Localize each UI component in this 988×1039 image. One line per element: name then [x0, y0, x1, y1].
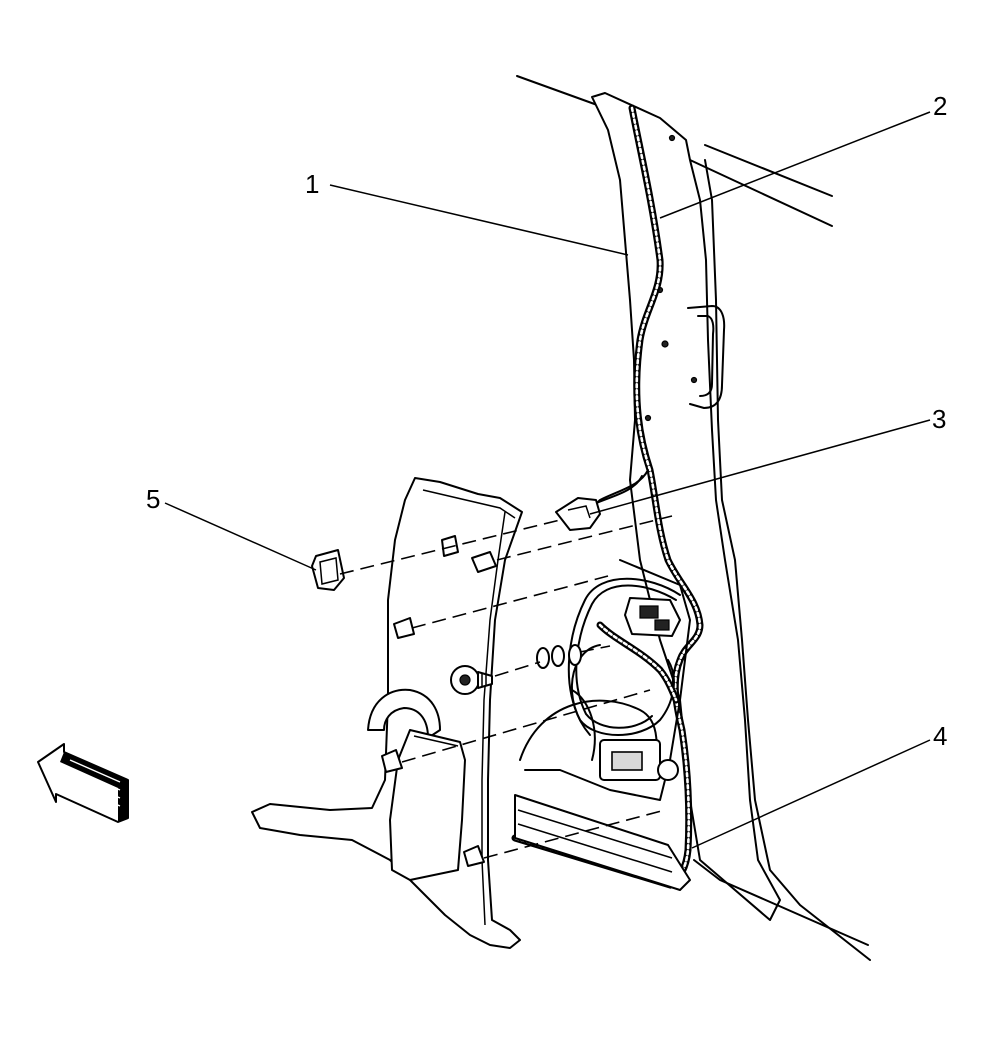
leader-lines: [164, 111, 931, 849]
callout-3: 3: [932, 404, 946, 434]
grommets: [536, 644, 582, 669]
callout-5: 5: [146, 484, 160, 514]
roof-rail-lines: [516, 75, 833, 227]
callout-1: 1: [305, 169, 319, 199]
lower-pillar-cavity: [519, 559, 691, 801]
arrow-icon: [37, 743, 129, 823]
trim-cap: [311, 549, 345, 591]
harness-clip: [555, 497, 601, 531]
callout-2: 2: [933, 91, 947, 121]
sill-plate: [514, 794, 691, 891]
callout-4: 4: [933, 721, 947, 751]
installation-lines: [339, 515, 673, 859]
wiring-harness: [567, 469, 681, 736]
lower-center-pillar-trim: [251, 477, 523, 949]
door-weatherstrip: [511, 104, 704, 889]
trim-screw: [450, 665, 493, 695]
